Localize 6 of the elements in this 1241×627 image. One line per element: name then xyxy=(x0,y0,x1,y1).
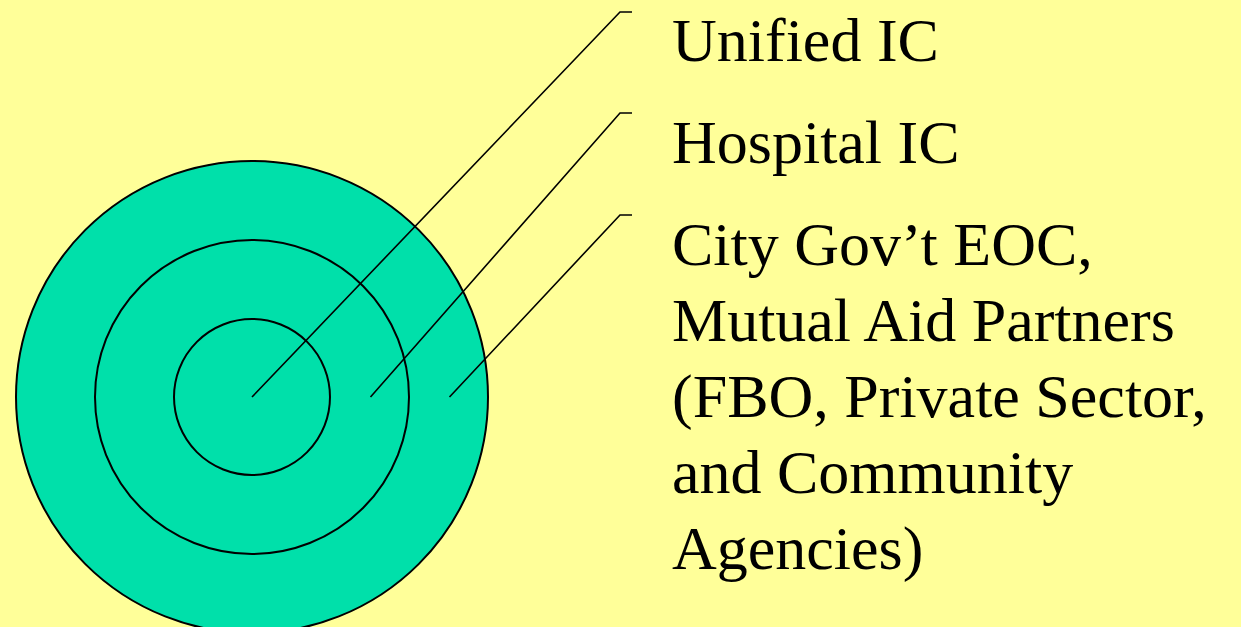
leader-line xyxy=(448,214,633,398)
label-text: City Gov’t EOC, Mutual Aid Partners (FBO, Private Sector, and Community Agencies) xyxy=(672,206,1241,586)
label-text: Unified IC xyxy=(672,2,1241,78)
leader-line xyxy=(251,11,633,398)
label-text: Hospital IC xyxy=(672,104,1241,180)
leader-line xyxy=(369,112,633,398)
